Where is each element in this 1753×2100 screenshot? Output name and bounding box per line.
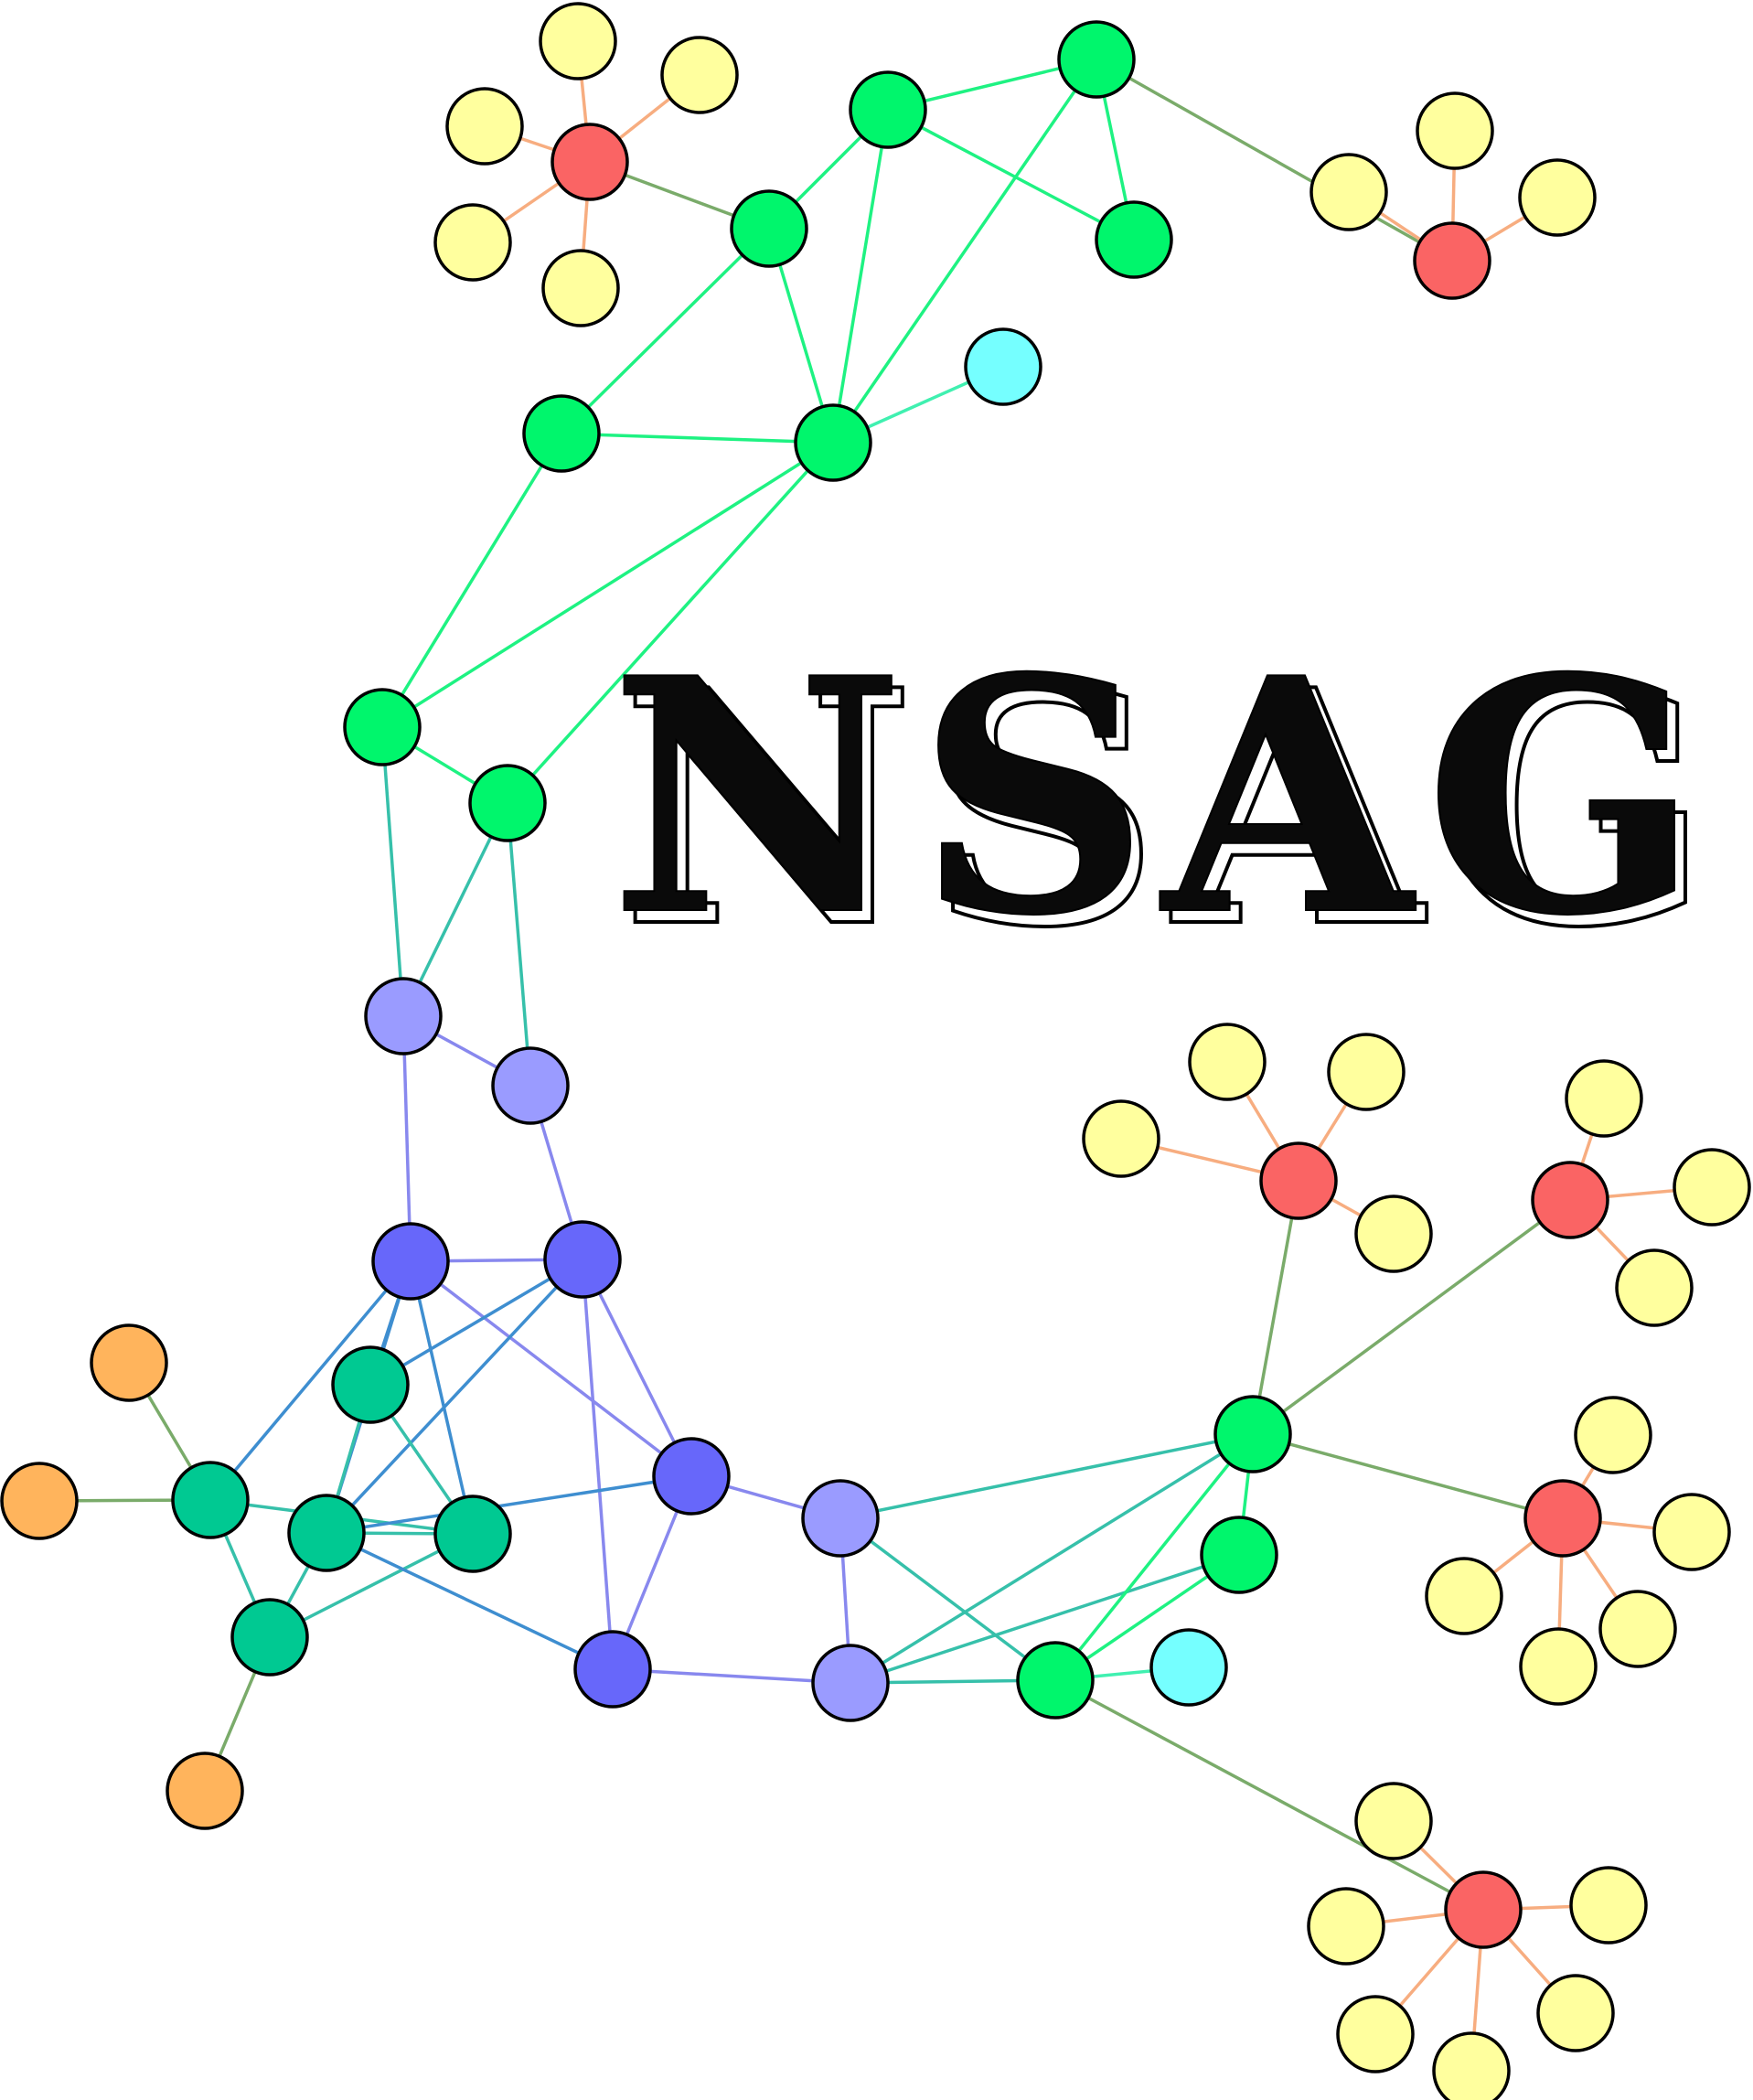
node-yellow-y4a xyxy=(1565,1059,1643,1138)
edge-b2-b3 xyxy=(581,1259,693,1477)
node-red-r4 xyxy=(1531,1161,1609,1239)
node-green-g7 xyxy=(343,688,422,766)
node-yellow-y6b xyxy=(1569,1866,1648,1945)
edge-b2-t4 xyxy=(325,1258,584,1535)
edge-b1-t3 xyxy=(208,1259,412,1502)
node-green-g4 xyxy=(1095,200,1173,279)
node-green-g6 xyxy=(794,403,872,482)
edge-g9-g11 xyxy=(1053,1432,1255,1682)
node-yellow-y5e xyxy=(1425,1557,1503,1635)
edge-g2-g6 xyxy=(831,109,890,444)
edge-g7-l1 xyxy=(380,726,405,1017)
node-green-g3 xyxy=(1057,20,1136,99)
edge-l1-b1 xyxy=(401,1015,412,1262)
edge-g5-g7 xyxy=(380,433,563,728)
node-red-r5 xyxy=(1523,1479,1602,1558)
node-blue-b3 xyxy=(652,1437,731,1516)
edge-t4-b4 xyxy=(326,1531,614,1671)
node-teal-t4 xyxy=(287,1494,366,1572)
edge-g6-g8 xyxy=(506,441,835,805)
node-teal-t2 xyxy=(433,1495,512,1573)
node-green-g1 xyxy=(730,189,808,268)
node-green-g8 xyxy=(468,764,547,842)
node-teal-t3 xyxy=(171,1461,250,1539)
edge-g3-r2 xyxy=(1096,58,1453,262)
node-yellow-y2c xyxy=(1518,158,1597,237)
node-green-g9 xyxy=(1213,1395,1292,1473)
node-blue-b1 xyxy=(371,1222,450,1301)
node-orange-o1 xyxy=(90,1323,168,1402)
node-yellow-y6c xyxy=(1307,1887,1385,1966)
node-blue-b2 xyxy=(543,1220,622,1299)
node-yellow-y3d xyxy=(1354,1195,1433,1273)
edge-b1-b3 xyxy=(409,1259,693,1478)
node-red-r6 xyxy=(1444,1870,1523,1949)
node-yellow-y3a xyxy=(1082,1099,1160,1178)
node-yellow-y4b xyxy=(1673,1148,1751,1227)
node-orange-o3 xyxy=(166,1752,244,1830)
node-green-g2 xyxy=(849,70,927,149)
node-yellow-y5d xyxy=(1519,1627,1598,1706)
node-yellow-y1d xyxy=(433,203,512,282)
node-yellow-y6e xyxy=(1432,2031,1511,2100)
edge-l3-g11 xyxy=(839,1516,1057,1682)
node-green-g11 xyxy=(1016,1641,1095,1720)
logo-text-main: NSAG xyxy=(610,608,1713,987)
node-cyan-c1 xyxy=(964,327,1042,406)
node-yellow-y6d xyxy=(1336,1995,1415,2073)
edge-b2-t1 xyxy=(369,1258,583,1387)
node-lavender-l4 xyxy=(811,1644,890,1722)
node-yellow-y1c xyxy=(445,87,524,166)
node-blue-b4 xyxy=(573,1630,652,1709)
node-lavender-l1 xyxy=(364,977,443,1055)
edge-g3-g6 xyxy=(831,59,1098,444)
edge-b4-l4 xyxy=(612,1667,851,1685)
node-yellow-y1a xyxy=(539,2,617,80)
edge-g6-g7 xyxy=(381,441,834,729)
node-lavender-l2 xyxy=(491,1046,570,1125)
edge-g2-g4 xyxy=(887,108,1135,241)
edge-l3-g9 xyxy=(839,1432,1254,1520)
logo-text: NSAG NSAG xyxy=(609,607,1724,1001)
node-green-g5 xyxy=(522,394,601,473)
edge-g9-r3 xyxy=(1251,1180,1300,1435)
edge-l4-g10 xyxy=(850,1553,1240,1685)
node-yellow-y2a xyxy=(1309,153,1388,231)
node-green-g10 xyxy=(1200,1516,1278,1594)
node-yellow-y3c xyxy=(1327,1033,1406,1111)
node-yellow-y1b xyxy=(660,36,739,114)
node-teal-t5 xyxy=(230,1598,309,1677)
edge-g11-r6 xyxy=(1054,1678,1484,1912)
node-yellow-y4c xyxy=(1615,1248,1694,1327)
node-teal-t1 xyxy=(331,1345,410,1424)
edge-g9-r4 xyxy=(1251,1198,1572,1436)
edge-b1-t2 xyxy=(409,1260,475,1535)
edge-g5-g6 xyxy=(561,432,834,445)
node-lavender-l3 xyxy=(801,1479,880,1558)
node-yellow-y6a xyxy=(1354,1782,1433,1860)
node-yellow-y5a xyxy=(1574,1396,1652,1474)
edge-g8-l1 xyxy=(401,802,509,1017)
edge-g9-r5 xyxy=(1252,1432,1564,1520)
node-yellow-y3b xyxy=(1188,1023,1267,1101)
node-orange-o2 xyxy=(0,1462,79,1540)
node-yellow-y2b xyxy=(1416,91,1494,170)
edge-g1-g5 xyxy=(560,227,771,435)
edge-l4-g9 xyxy=(850,1432,1254,1685)
edge-g8-l2 xyxy=(506,802,532,1087)
edges-layer xyxy=(38,40,1713,2072)
node-yellow-y5b xyxy=(1652,1493,1731,1571)
node-yellow-y5c xyxy=(1598,1590,1677,1668)
node-yellow-y1e xyxy=(541,249,620,327)
edge-b2-b4 xyxy=(581,1259,615,1670)
edge-t4-b3 xyxy=(326,1474,692,1535)
node-red-r3 xyxy=(1259,1141,1338,1220)
node-red-r2 xyxy=(1413,221,1491,300)
node-cyan-c2 xyxy=(1149,1628,1228,1707)
node-yellow-y6f xyxy=(1536,1974,1615,2052)
node-red-r1 xyxy=(550,123,629,201)
logo-text-shadow: NSAG xyxy=(621,620,1724,999)
